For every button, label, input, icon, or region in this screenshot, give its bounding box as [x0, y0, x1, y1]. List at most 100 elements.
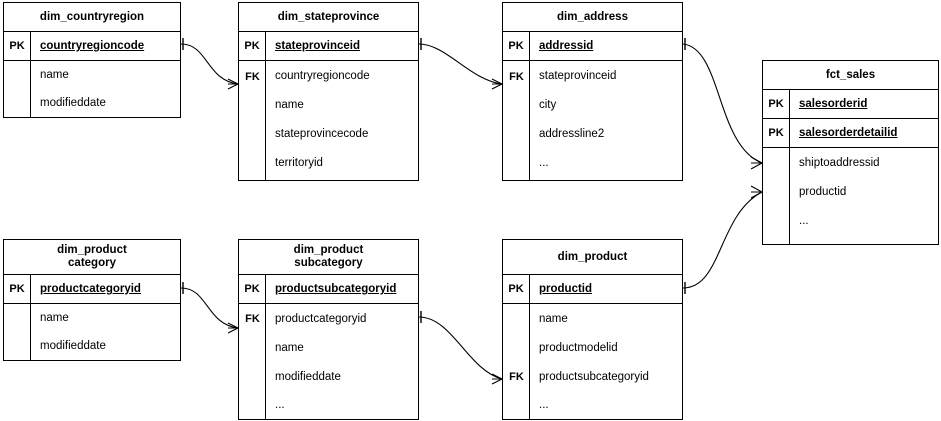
- field-name: salesorderid: [799, 98, 868, 110]
- key-marker: PK: [239, 275, 266, 303]
- attribute-key-column: FK: [503, 61, 530, 180]
- attribute-key-column: FK: [503, 304, 530, 419]
- table-row[interactable]: modifieddate: [40, 340, 106, 352]
- entity-title: dim_product subcategory: [239, 240, 418, 275]
- attribute-block: FK countryregioncode name stateprovincec…: [239, 61, 418, 180]
- field-name: addressid: [539, 40, 594, 52]
- key-marker: FK: [245, 313, 260, 325]
- key-marker: PK: [763, 119, 790, 147]
- table-row[interactable]: modifieddate: [40, 97, 106, 109]
- attribute-key-column: [763, 148, 790, 244]
- attribute-key-column: [4, 61, 31, 117]
- entity-title-line: dim_product: [293, 244, 364, 256]
- table-row-pk[interactable]: PK productsubcategoryid: [239, 275, 418, 304]
- key-marker: PK: [503, 275, 530, 303]
- table-row[interactable]: territoryid: [275, 156, 323, 169]
- entity-dim-product[interactable]: dim_product PK productid FK name product…: [502, 239, 683, 420]
- field-name: stateprovinceid: [275, 40, 360, 52]
- attribute-block: name modifieddate: [4, 61, 180, 117]
- entity-title-line: dim_product: [57, 244, 127, 256]
- relationship-productsubcategory-product: [418, 311, 503, 385]
- table-row[interactable]: productcategoryid: [275, 312, 367, 325]
- attribute-block: FK productcategoryid name modifieddate .…: [239, 304, 418, 419]
- relationship-productcategory-productsubcategory: [180, 282, 239, 334]
- entity-title: dim_product: [503, 240, 682, 275]
- attribute-field-column: productcategoryid name modifieddate ...: [266, 304, 418, 419]
- entity-dim-stateprovince[interactable]: dim_stateprovince PK stateprovinceid FK …: [238, 2, 419, 181]
- attribute-key-column: [4, 304, 31, 360]
- relationship-product-fctsales: [682, 185, 763, 294]
- table-row[interactable]: name: [275, 98, 304, 111]
- entity-title-line: dim_address: [557, 10, 628, 23]
- entity-dim-productsubcategory[interactable]: dim_product subcategory PK productsubcat…: [238, 239, 419, 420]
- key-marker: PK: [4, 32, 31, 60]
- table-row[interactable]: ...: [275, 399, 285, 411]
- entity-dim-address[interactable]: dim_address PK addressid FK stateprovinc…: [502, 2, 683, 181]
- table-row[interactable]: stateprovinceid: [539, 69, 617, 82]
- entity-title-line: dim_product: [557, 250, 628, 263]
- field-name: productsubcategoryid: [275, 283, 397, 295]
- table-row[interactable]: countryregioncode: [275, 69, 370, 82]
- relationship-address-fctsales: [682, 38, 763, 170]
- entity-dim-productcategory[interactable]: dim_product category PK productcategoryi…: [3, 239, 181, 361]
- table-row[interactable]: ...: [799, 214, 809, 227]
- attribute-block: FK name productmodelid productsubcategor…: [503, 304, 682, 419]
- attribute-field-column: stateprovinceid city addressline2 ...: [530, 61, 682, 180]
- table-row-pk[interactable]: PK countryregioncode: [4, 32, 180, 61]
- table-row-pk[interactable]: PK stateprovinceid: [239, 32, 418, 61]
- entity-title-line: dim_stateprovince: [277, 10, 380, 23]
- table-row[interactable]: modifieddate: [275, 370, 341, 383]
- entity-dim-countryregion[interactable]: dim_countryregion PK countryregioncode n…: [3, 2, 181, 118]
- attribute-block: shiptoaddressid productid ...: [763, 148, 938, 244]
- table-row[interactable]: productmodelid: [539, 341, 618, 354]
- field-name: productid: [539, 283, 593, 295]
- table-row[interactable]: stateprovincecode: [275, 127, 369, 140]
- entity-title-line: fct_sales: [825, 68, 876, 81]
- table-row[interactable]: name: [275, 341, 304, 354]
- table-row[interactable]: addressline2: [539, 127, 605, 140]
- field-name: salesorderdetailid: [799, 127, 898, 139]
- entity-title: dim_product category: [4, 240, 180, 275]
- entity-title: dim_countryregion: [4, 3, 180, 32]
- entity-title: fct_sales: [763, 61, 938, 90]
- key-marker: FK: [509, 71, 524, 83]
- entity-fct-sales[interactable]: fct_sales PK salesorderid PK salesorderd…: [762, 60, 939, 245]
- table-row[interactable]: name: [539, 312, 568, 325]
- field-name: productcategoryid: [40, 283, 141, 295]
- table-row-pk[interactable]: PK salesorderid: [763, 90, 938, 119]
- key-marker: FK: [245, 71, 260, 83]
- table-row[interactable]: ...: [539, 156, 549, 169]
- key-marker: FK: [509, 371, 524, 383]
- attribute-field-column: name modifieddate: [31, 61, 180, 117]
- table-row[interactable]: name: [40, 312, 69, 324]
- entity-title-line: dim_countryregion: [39, 10, 145, 23]
- key-marker: PK: [763, 90, 790, 118]
- table-row-pk[interactable]: PK productid: [503, 275, 682, 304]
- key-marker: PK: [4, 275, 31, 303]
- attribute-field-column: shiptoaddressid productid ...: [790, 148, 938, 244]
- entity-title-line: category: [68, 257, 116, 269]
- table-row[interactable]: productsubcategoryid: [539, 370, 649, 383]
- entity-title-line: subcategory: [294, 257, 363, 269]
- table-row-pk[interactable]: PK salesorderdetailid: [763, 119, 938, 148]
- table-row[interactable]: name: [40, 69, 69, 81]
- table-row-pk[interactable]: PK productcategoryid: [4, 275, 180, 304]
- table-row[interactable]: city: [539, 98, 557, 111]
- table-row[interactable]: ...: [539, 399, 549, 411]
- relationship-stateprovince-address: [418, 38, 503, 90]
- key-marker: PK: [503, 32, 530, 60]
- table-row[interactable]: shiptoaddressid: [799, 156, 880, 169]
- key-marker: PK: [239, 32, 266, 60]
- attribute-block: FK stateprovinceid city addressline2 ...: [503, 61, 682, 180]
- attribute-block: name modifieddate: [4, 304, 180, 360]
- entity-title: dim_stateprovince: [239, 3, 418, 32]
- attribute-field-column: name productmodelid productsubcategoryid…: [530, 304, 682, 419]
- attribute-field-column: countryregioncode name stateprovincecode…: [266, 61, 418, 180]
- attribute-key-column: FK: [239, 304, 266, 419]
- table-row[interactable]: productid: [799, 185, 847, 198]
- field-name: countryregioncode: [40, 40, 145, 52]
- entity-title: dim_address: [503, 3, 682, 32]
- table-row-pk[interactable]: PK addressid: [503, 32, 682, 61]
- attribute-key-column: FK: [239, 61, 266, 180]
